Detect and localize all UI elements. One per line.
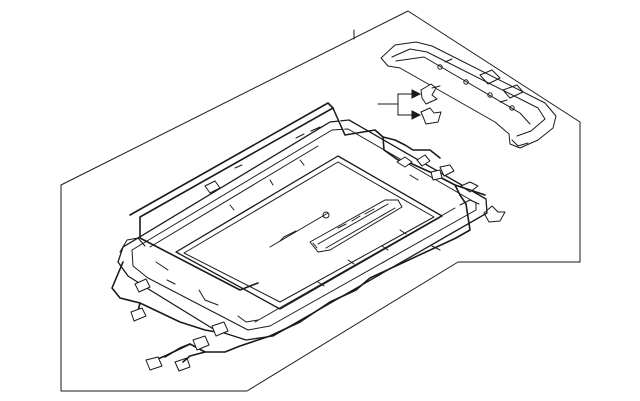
rear-frame-bracket	[380, 41, 557, 149]
sunroof-frame	[117, 119, 488, 341]
drive-cable	[129, 102, 334, 291]
clip-fasteners	[377, 83, 506, 223]
sunroof-motor	[269, 199, 403, 253]
wiring-harness	[111, 107, 486, 372]
base-panel	[60, 10, 581, 392]
